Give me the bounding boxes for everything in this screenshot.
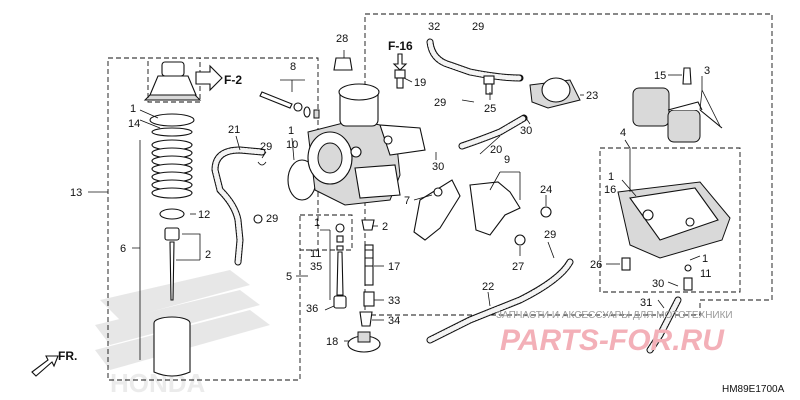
callout-29-lower: 29 (266, 213, 278, 225)
callout-31: 31 (640, 297, 652, 309)
frame-jet-set (299, 214, 353, 251)
callout-9: 9 (504, 154, 510, 166)
ref-f2: F-2 (224, 73, 242, 87)
main-jet-2 (361, 219, 375, 231)
callout-30-mid: 30 (432, 161, 444, 173)
callout-2: 2 (205, 249, 211, 261)
carburetor-body (307, 83, 426, 206)
callout-10: 10 (286, 139, 298, 151)
callout-8: 8 (290, 61, 296, 73)
bolt-24 (540, 206, 552, 218)
callout-23: 23 (586, 90, 598, 102)
float-bowl-4 (617, 181, 731, 259)
arrow-f16-down (392, 53, 408, 71)
callout-numbers: 1 14 13 6 12 2 21 29 29 1 10 8 28 32 29 … (70, 21, 711, 348)
callout-5: 5 (286, 271, 292, 283)
drain-screw-26 (621, 257, 631, 271)
callout-17: 17 (388, 261, 400, 273)
callout-30: 30 (520, 125, 532, 137)
spring-seat-12 (159, 208, 185, 220)
callout-6: 6 (120, 243, 126, 255)
front-direction-arrow (31, 355, 59, 377)
callout-1-jets: 1 (314, 217, 320, 229)
watermark-tagline: ЗАПЧАСТИ И АКСЕССУАРЫ ДЛЯ МОТОТЕХНИКИ (496, 310, 733, 321)
leader-lines (139, 50, 721, 342)
top-cap (143, 61, 202, 101)
callout-7: 7 (404, 195, 410, 207)
float-3 (632, 87, 723, 143)
clip-29-a (257, 161, 267, 166)
callout-28: 28 (336, 33, 348, 45)
callout-34: 34 (388, 315, 400, 327)
callout-29: 29 (260, 141, 272, 153)
bracket-9 (469, 181, 521, 236)
callout-26: 26 (590, 259, 602, 271)
callout-20: 20 (490, 144, 502, 156)
bracket-6 (132, 140, 141, 360)
jet-34 (359, 311, 373, 327)
callout-11-drain: 11 (700, 268, 711, 280)
callout-35: 35 (310, 261, 322, 273)
callout-15: 15 (654, 70, 666, 82)
callout-1-gasket: 1 (288, 125, 294, 137)
pilot-screw-8 (259, 91, 320, 119)
needle-jet-17 (364, 244, 374, 286)
callout-30-bowl: 30 (652, 278, 664, 290)
callout-21: 21 (228, 124, 240, 136)
needle-clip-2 (164, 227, 180, 241)
callout-1-drain: 1 (702, 253, 708, 265)
jet-stack-left (333, 223, 347, 309)
callout-11: 11 (310, 248, 321, 260)
clip-29-b (253, 214, 263, 224)
drain-screw-11 (683, 264, 693, 291)
watermark-logo: PARTS-FOR.RU (500, 324, 725, 357)
jet-needle (169, 241, 175, 301)
direction-label: FR. (58, 349, 77, 363)
callout-32: 32 (428, 21, 440, 33)
callout-2-center: 2 (382, 221, 388, 233)
callout-29-top: 29 (472, 21, 484, 33)
o-ring-14 (149, 113, 195, 127)
callout-13: 13 (70, 187, 82, 199)
bolt-27 (514, 234, 526, 246)
cap-dashed-outline (147, 57, 201, 103)
callout-27: 27 (512, 261, 524, 273)
callout-16: 16 (604, 184, 616, 196)
callout-18: 18 (326, 336, 338, 348)
callout-29-right: 29 (544, 229, 556, 241)
ref-f16: F-16 (388, 39, 413, 53)
callout-24: 24 (540, 184, 552, 196)
jet-33 (363, 291, 375, 307)
callout-22: 22 (482, 281, 494, 293)
callout-12: 12 (198, 209, 210, 221)
callout-1-bowl: 1 (608, 171, 614, 183)
callout-14: 14 (128, 118, 140, 130)
callout-29-mid: 29 (434, 97, 446, 109)
air-cut-valve-23 (529, 77, 581, 109)
float-needle-15 (682, 67, 692, 85)
throttle-slide (153, 316, 191, 377)
callout-1: 1 (130, 103, 136, 115)
callout-25: 25 (484, 103, 496, 115)
arrow-f2 (195, 64, 223, 92)
throttle-lever-7 (413, 179, 461, 241)
float-valve-18 (347, 331, 381, 353)
screw-25 (483, 75, 495, 95)
callout-36: 36 (306, 303, 318, 315)
callout-33: 33 (388, 295, 400, 307)
callout-3: 3 (704, 65, 710, 77)
washer-14 (151, 127, 193, 137)
callout-4: 4 (620, 127, 626, 139)
spring (151, 139, 193, 199)
diagram-code: HM89E1700A (722, 384, 785, 395)
screw-19 (394, 69, 406, 89)
callout-19: 19 (414, 77, 426, 89)
cap-28 (333, 57, 353, 71)
frame-float-bowl (599, 147, 741, 293)
